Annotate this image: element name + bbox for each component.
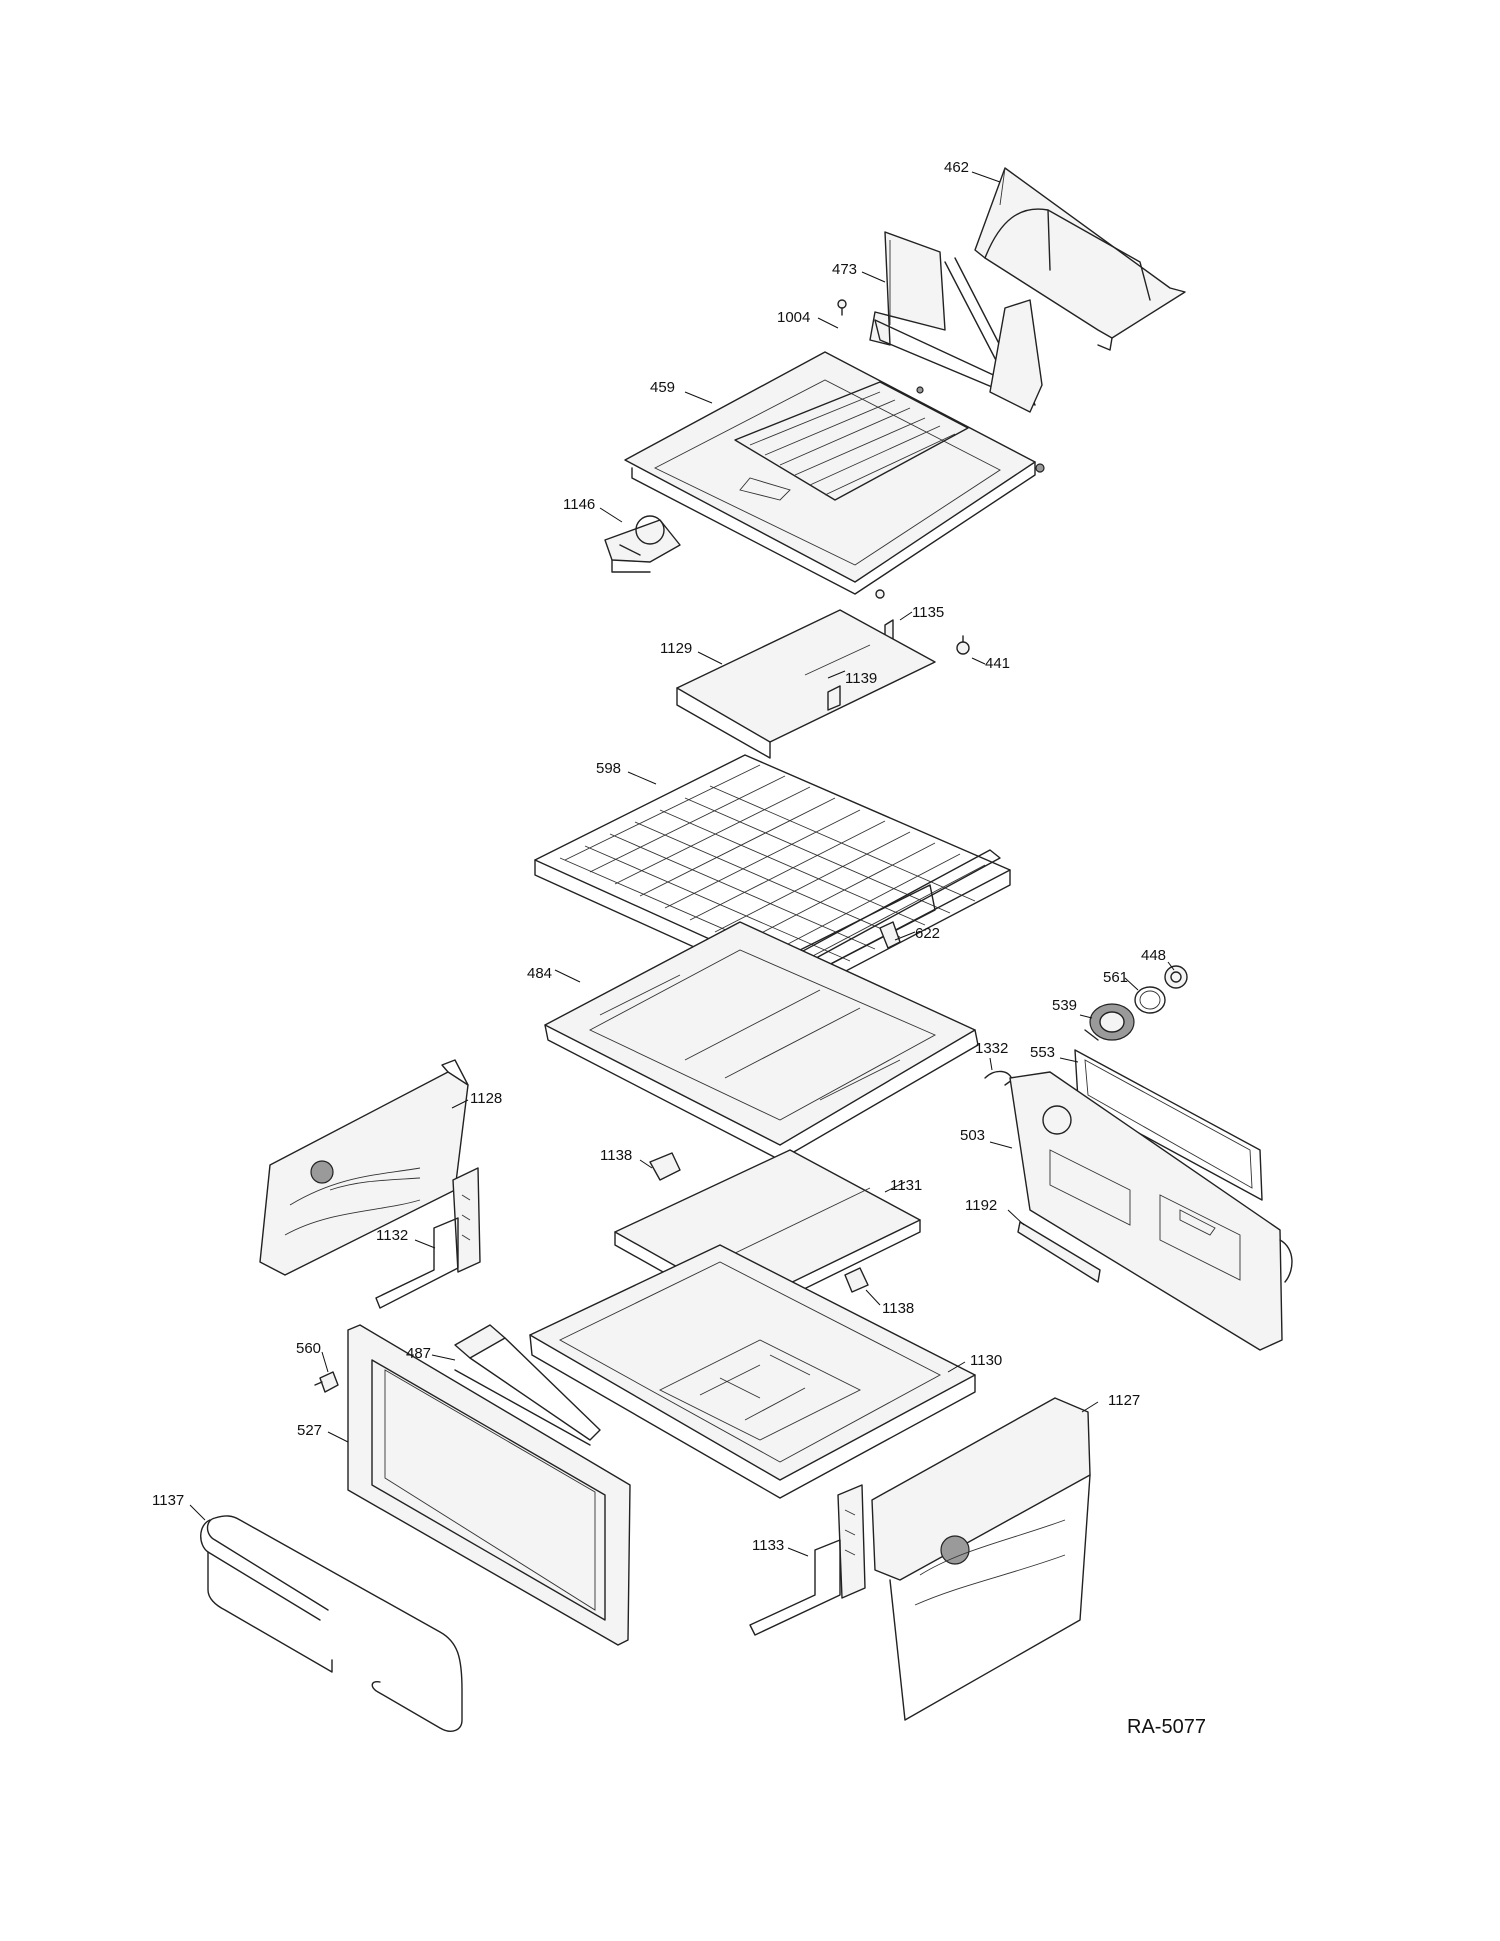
- leader-1192: [1007, 1209, 1025, 1226]
- leader-553: [1059, 1057, 1079, 1063]
- leader-1131: [884, 1181, 906, 1193]
- part-1128-side-panel: [259, 1059, 469, 1276]
- misc-screw-under-459: [875, 589, 885, 599]
- part-527-door-frame: [347, 1324, 631, 1646]
- part-1004-screw: [837, 299, 847, 316]
- part-560-knob: [314, 1371, 339, 1393]
- leader-527: [327, 1431, 349, 1443]
- part-441-fastener: [956, 635, 970, 655]
- part-1137-door-gasket: [200, 1515, 463, 1732]
- part-1138-bracket-upper: [649, 1152, 681, 1181]
- part-487-latch: [454, 1324, 601, 1446]
- leader-1146: [599, 507, 623, 523]
- leader-448: [1167, 961, 1175, 971]
- label-1131: 1131: [890, 1177, 922, 1194]
- label-1133: 1133: [752, 1537, 784, 1554]
- label-561: 561: [1103, 969, 1128, 986]
- part-1130-oven-bottom: [529, 1244, 976, 1499]
- leader-1135: [899, 611, 913, 621]
- part-1132-hinge: [375, 1167, 481, 1309]
- label-1135: 1135: [912, 604, 944, 621]
- label-473: 473: [832, 261, 857, 278]
- part-622-clip: [879, 921, 901, 949]
- label-1192: 1192: [965, 1197, 997, 1214]
- leader-1004: [817, 317, 839, 329]
- part-labels: 462 473 1004 459 1146 1135 1129 441 1139…: [152, 159, 1166, 1554]
- leader-1139: [827, 670, 846, 679]
- label-539: 539: [1052, 997, 1077, 1014]
- label-1137: 1137: [152, 1492, 184, 1509]
- part-484-liner: [544, 921, 979, 1161]
- leader-1137: [189, 1504, 206, 1521]
- leader-1332: [989, 1057, 993, 1071]
- label-441: 441: [985, 655, 1010, 672]
- part-539-fan-motor: [1084, 1003, 1135, 1041]
- part-1146-switch: [604, 515, 681, 573]
- leader-459: [684, 391, 713, 404]
- part-1192-strip: [1017, 1221, 1101, 1283]
- leader-560: [321, 1351, 329, 1373]
- label-459: 459: [650, 379, 675, 396]
- label-622: 622: [915, 925, 940, 942]
- part-1332-ring: [984, 1070, 1013, 1086]
- label-1127: 1127: [1108, 1392, 1140, 1409]
- label-598: 598: [596, 760, 621, 777]
- label-1132: 1132: [376, 1227, 408, 1244]
- leader-1129: [697, 651, 723, 665]
- label-1146: 1146: [563, 496, 595, 513]
- leader-1138b: [865, 1289, 881, 1306]
- label-553: 553: [1030, 1044, 1055, 1061]
- leader-473: [861, 271, 886, 283]
- part-1127-side-panel: [871, 1397, 1091, 1721]
- leader-539: [1079, 1014, 1093, 1019]
- part-553-gasket-frame: [1074, 1049, 1263, 1201]
- part-561-gasket: [1134, 986, 1166, 1014]
- label-503: 503: [960, 1127, 985, 1144]
- leader-598: [627, 771, 657, 785]
- part-1133-hinge: [749, 1484, 866, 1636]
- label-1139: 1139: [845, 670, 877, 687]
- label-487: 487: [406, 1345, 431, 1362]
- leader-1130: [947, 1361, 966, 1373]
- part-503-rear-panel: [1009, 1071, 1293, 1351]
- label-1332: 1332: [975, 1040, 1008, 1057]
- leader-487: [431, 1354, 456, 1361]
- leader-1127: [1081, 1401, 1099, 1413]
- part-459-top-panel: [624, 351, 1045, 595]
- part-1129-shield: [676, 609, 936, 759]
- leader-622: [894, 931, 916, 941]
- label-448: 448: [1141, 947, 1166, 964]
- leader-1128: [451, 1099, 469, 1109]
- part-462-deflector: [974, 167, 1186, 351]
- label-1130: 1130: [970, 1352, 1002, 1369]
- label-462: 462: [944, 159, 969, 176]
- leader-1132: [414, 1239, 436, 1249]
- leader-503: [989, 1141, 1013, 1149]
- label-1138b: 1138: [882, 1300, 914, 1317]
- label-1004: 1004: [777, 309, 810, 326]
- label-484: 484: [527, 965, 552, 982]
- label-560: 560: [296, 1340, 321, 1357]
- label-1128: 1128: [470, 1090, 502, 1107]
- leader-1138a: [639, 1159, 653, 1169]
- leader-441: [971, 657, 986, 665]
- part-1138-bracket-lower: [844, 1267, 869, 1293]
- part-448-nut: [1164, 965, 1188, 989]
- leader-1133: [787, 1547, 809, 1557]
- leader-lines: [189, 171, 1175, 1557]
- leader-484: [554, 969, 581, 983]
- label-527: 527: [297, 1422, 322, 1439]
- diagram-reference-code: RA-5077: [1127, 1716, 1206, 1738]
- part-473-duct: [869, 231, 1043, 413]
- label-1138a: 1138: [600, 1147, 632, 1164]
- leader-561: [1124, 977, 1139, 991]
- label-1129: 1129: [660, 640, 692, 657]
- leader-462: [971, 171, 1001, 183]
